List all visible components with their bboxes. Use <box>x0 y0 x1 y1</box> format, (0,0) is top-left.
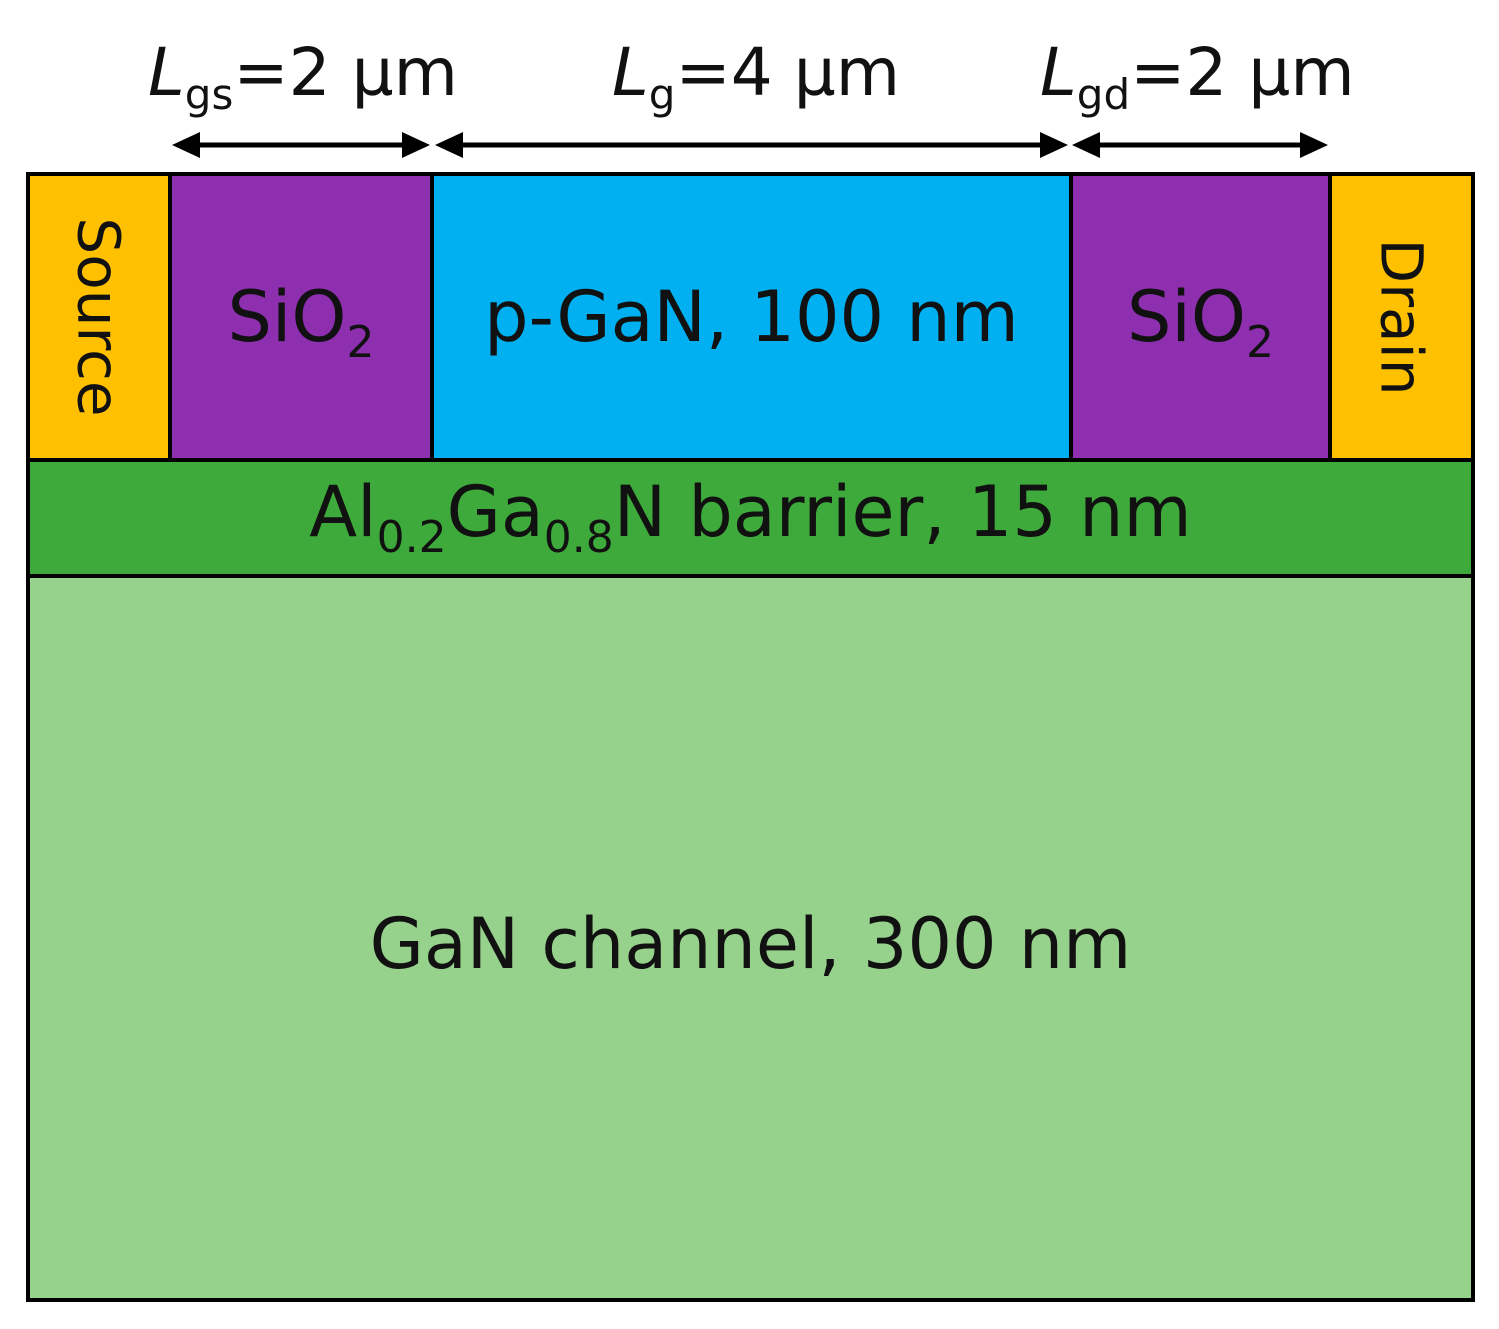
channel-label: GaN channel, 300 nm <box>369 903 1132 985</box>
lg-arrow-head-left <box>435 132 463 158</box>
gan-channel: GaN channel, 300 nm <box>26 574 1475 1302</box>
algan-barrier: Al0.2Ga0.8N barrier, 15 nm <box>26 458 1475 578</box>
lgd-value: =2 µm <box>1130 34 1355 111</box>
lgs-arrow-head-left <box>172 132 200 158</box>
lgs-arrow-head-right <box>402 132 430 158</box>
lgd-symbol: L <box>1040 34 1077 111</box>
barrier-label: Al0.2Ga0.8N barrier, 15 nm <box>309 477 1191 560</box>
lgd-arrow-head-right <box>1300 132 1328 158</box>
lgd-subscript: gd <box>1076 70 1131 119</box>
barrier-al-sub: 0.2 <box>376 512 447 563</box>
sio2-right-base: SiO <box>1127 276 1246 358</box>
lgs-label: Lgs=2 µm <box>148 40 458 116</box>
sio2-right-sub: 2 <box>1245 317 1274 368</box>
sio2-left-sub: 2 <box>346 317 375 368</box>
lgs-symbol: L <box>148 34 185 111</box>
lg-value: =4 µm <box>675 34 901 111</box>
lgd-label: Lgd=2 µm <box>1040 40 1355 116</box>
barrier-al: Al <box>309 471 377 553</box>
sio2-right: SiO2 <box>1069 172 1332 462</box>
barrier-ga: Ga <box>446 471 544 553</box>
lg-symbol: L <box>612 34 649 111</box>
sio2-left: SiO2 <box>168 172 434 462</box>
source-label: Source <box>65 217 133 417</box>
sio2-right-label: SiO2 <box>1127 282 1274 365</box>
lgs-subscript: gs <box>184 70 234 119</box>
lgs-value: =2 µm <box>233 34 458 111</box>
barrier-ga-sub: 0.8 <box>543 512 614 563</box>
lg-arrow-head-right <box>1040 132 1068 158</box>
lg-label: Lg=4 µm <box>612 40 900 116</box>
barrier-rest: N barrier, 15 nm <box>613 471 1192 553</box>
lg-subscript: g <box>648 70 676 119</box>
dimension-arrows <box>172 132 1328 158</box>
p-gan-gate: p-GaN, 100 nm <box>430 172 1073 462</box>
drain-label: Drain <box>1367 238 1436 396</box>
p-gan-label: p-GaN, 100 nm <box>484 276 1019 358</box>
sio2-left-base: SiO <box>227 276 347 358</box>
source-contact: Source <box>26 172 172 462</box>
sio2-left-label: SiO2 <box>228 282 375 365</box>
lgd-arrow-head-left <box>1072 132 1100 158</box>
drain-contact: Drain <box>1328 172 1475 462</box>
